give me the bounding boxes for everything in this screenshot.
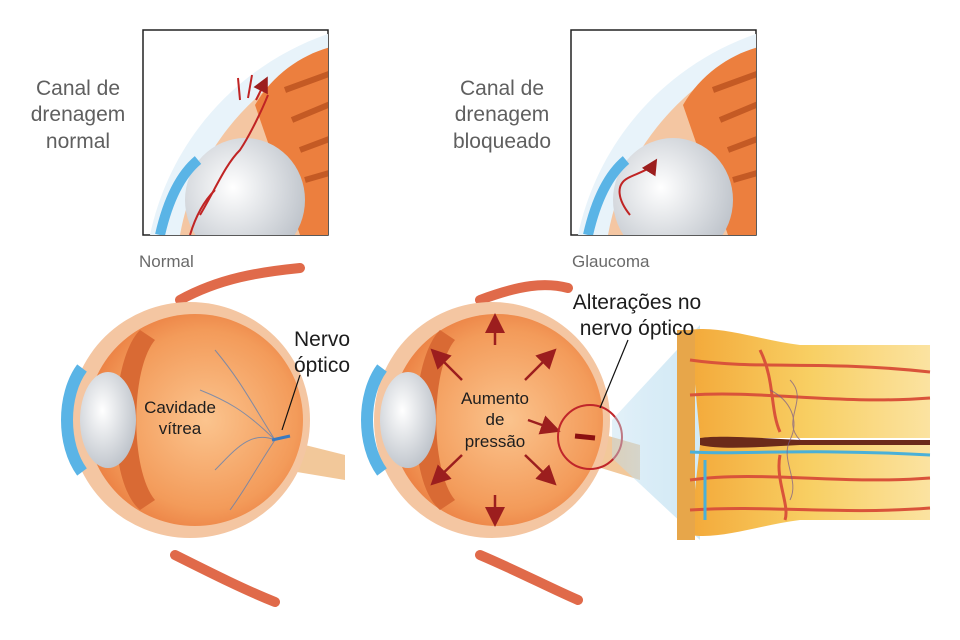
- vitreous-cavity-label: Cavidade vítrea: [144, 398, 216, 439]
- optic-nerve-label: Nervo óptico: [293, 328, 351, 378]
- normal-eye: [61, 263, 345, 607]
- pressure-increase-label: Aumento de pressão: [460, 389, 530, 451]
- normal-channel-label: Canal de drenagem normal: [30, 77, 126, 153]
- nerve-changes-label: Alterações no nervo óptico: [572, 291, 702, 341]
- normal-drainage-inset: [142, 29, 329, 236]
- blocked-drainage-inset: [570, 29, 757, 236]
- glaucoma-caption: Glaucoma: [572, 252, 650, 271]
- blocked-channel-label: Canal de drenagem bloqueado: [452, 77, 552, 153]
- magnified-optic-nerve: [677, 328, 931, 540]
- normal-caption: Normal: [139, 252, 194, 271]
